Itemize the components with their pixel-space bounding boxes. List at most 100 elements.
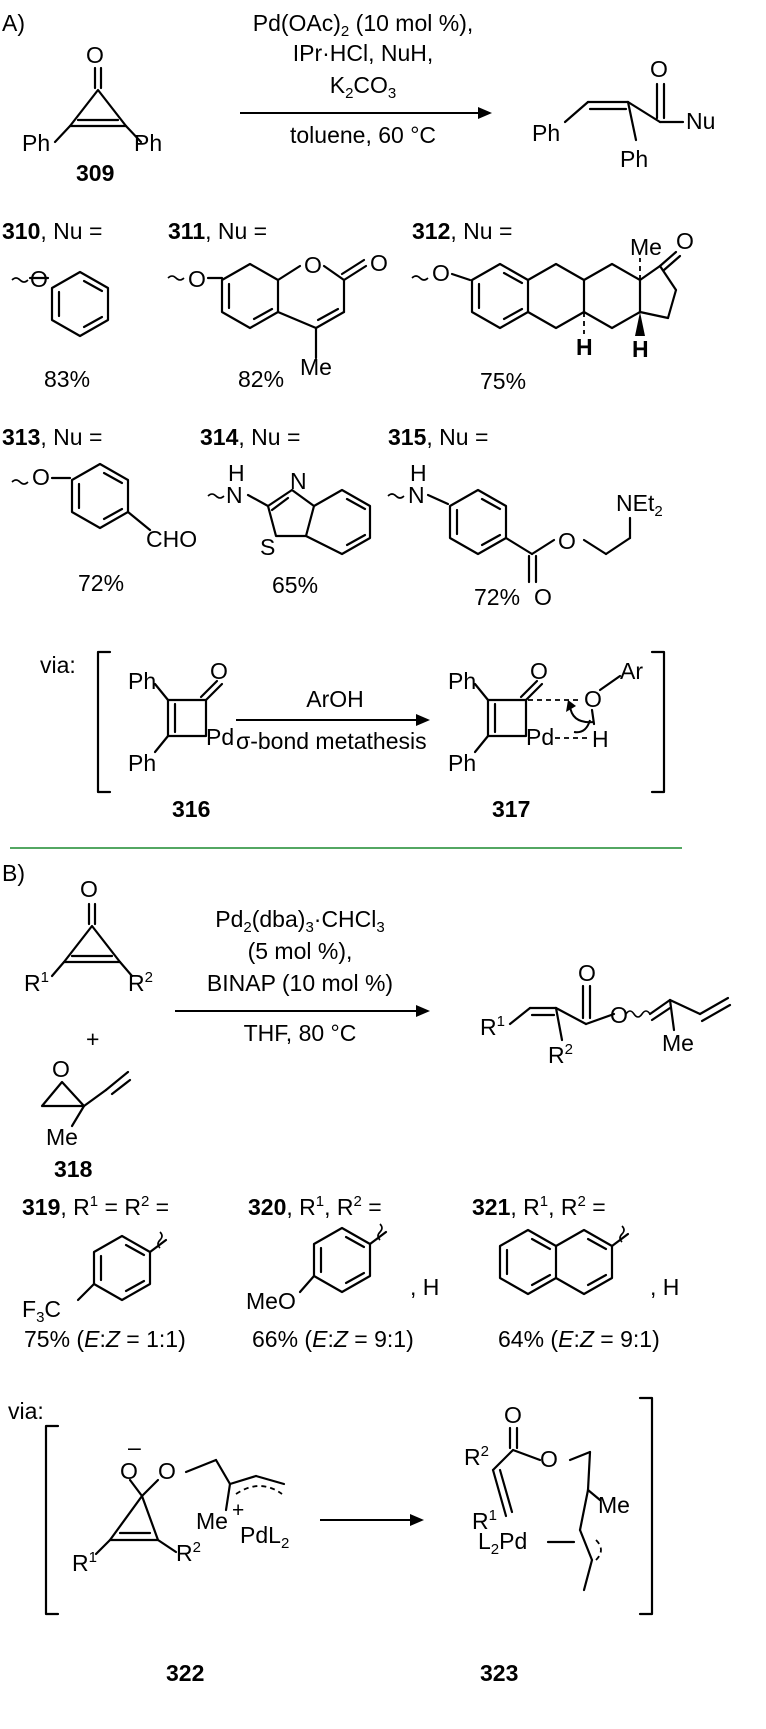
reaction-arrow-b <box>175 1005 430 1017</box>
atom-r1: R1 <box>472 1507 497 1534</box>
structure-322 <box>94 1458 286 1556</box>
yield-319: 75% (E:Z = 1:1) <box>24 1326 186 1352</box>
structure-cyclopropenone-b <box>50 902 134 978</box>
atom-nu: Nu <box>686 108 716 134</box>
compound-id-323: 323 <box>480 1660 519 1686</box>
atom-h: H <box>592 726 609 752</box>
atom-pdl2: PdL2 <box>240 1522 290 1552</box>
section-b-label: B) <box>2 860 25 886</box>
yield-314: 65% <box>272 572 319 598</box>
atom-o: O <box>120 1458 138 1484</box>
structure-315 <box>387 488 632 584</box>
structure-product-b <box>508 984 732 1042</box>
atom-o: O <box>210 658 228 684</box>
yield-311: 82% <box>238 366 285 392</box>
atom-o: O <box>432 260 450 286</box>
atom-ph: Ph <box>448 750 477 776</box>
atom-ph: Ph <box>128 668 157 694</box>
structure-318 <box>40 1070 132 1128</box>
conditions-b: THF, 80 °C <box>243 1020 357 1046</box>
bracket-b <box>44 1396 654 1616</box>
via-label: via: <box>8 1398 44 1424</box>
atom-r1: R1 <box>24 969 49 996</box>
structure-309 <box>53 66 143 144</box>
via-label: via: <box>40 652 76 678</box>
mechanism-arrow-b <box>320 1514 424 1526</box>
reagents-a-line3: K2CO3 <box>329 72 397 102</box>
structure-313 <box>11 462 152 532</box>
atom-o: O <box>504 1402 522 1428</box>
atom-s: S <box>260 534 276 560</box>
atom-me: Me <box>662 1030 694 1056</box>
atom-pd: Pd <box>526 724 555 750</box>
atom-o: O <box>650 56 668 82</box>
compound-id-316: 316 <box>172 796 211 822</box>
label-320: 320, R1, R2 = <box>248 1193 382 1220</box>
yield-313: 72% <box>78 570 125 596</box>
atom-o: O <box>86 42 104 68</box>
atom-net2: NEt2 <box>616 490 663 520</box>
atom-me: Me <box>630 234 662 260</box>
structure-310 <box>11 270 110 338</box>
structure-product-a <box>563 82 685 142</box>
atom-o: O <box>584 686 602 712</box>
atom-o: O <box>188 266 206 292</box>
substituent-h: , H <box>650 1274 680 1300</box>
structure-319 <box>76 1231 168 1302</box>
reagents-b-line1: Pd2(dba)3·CHCl3 <box>215 906 385 936</box>
atom-me: Me <box>196 1508 228 1534</box>
atom-o: O <box>530 658 548 684</box>
atom-n: N <box>290 468 307 494</box>
atom-h: H <box>576 334 593 360</box>
yield-312: 75% <box>480 368 527 394</box>
atom-o: O <box>52 1056 70 1082</box>
label-319: 319, R1 = R2 = <box>22 1193 170 1220</box>
compound-id-317: 317 <box>492 796 531 822</box>
atom-ph: Ph <box>22 130 51 156</box>
compound-id-322: 322 <box>166 1660 205 1686</box>
structure-321 <box>498 1225 630 1296</box>
atom-r2: R2 <box>128 969 153 996</box>
atom-h: H <box>410 460 427 486</box>
atom-n: N <box>226 482 243 508</box>
atom-me: Me <box>300 354 332 380</box>
atom-f3c: F3C <box>22 1296 62 1326</box>
atom-r2: R2 <box>176 1539 201 1566</box>
atom-me: Me <box>598 1492 630 1518</box>
atom-ph: Ph <box>448 668 477 694</box>
atom-o: O <box>80 876 98 902</box>
atom-o: O <box>558 528 576 554</box>
atom-ph: Ph <box>128 750 157 776</box>
atom-o: O <box>158 1458 176 1484</box>
section-a-label: A) <box>2 10 25 36</box>
mechanism-arrow-a-top: ArOH <box>306 686 364 712</box>
atom-o: O <box>370 250 388 276</box>
atom-n: N <box>408 482 425 508</box>
yield-320: 66% (E:Z = 9:1) <box>252 1326 414 1352</box>
reagents-a-line1: Pd(OAc)2 (10 mol %), <box>252 10 474 40</box>
atom-ph: Ph <box>134 130 163 156</box>
label-314: 314, Nu = <box>200 424 301 450</box>
reagents-b-line3: BINAP (10 mol %) <box>206 970 394 996</box>
atom-r1: R1 <box>480 1013 505 1040</box>
atom-cho: CHO <box>146 526 198 552</box>
atom-o: O <box>534 584 552 610</box>
atom-h: H <box>632 336 649 362</box>
label-315: 315, Nu = <box>388 424 489 450</box>
atom-o: O <box>30 266 48 292</box>
yield-315: 72% <box>474 584 521 610</box>
structure-314 <box>207 488 372 556</box>
atom-ph: Ph <box>620 146 649 172</box>
atom-meo: MeO <box>246 1288 296 1314</box>
atom-h: H <box>228 460 245 486</box>
atom-pd: Pd <box>206 724 235 750</box>
bracket-a <box>96 650 666 794</box>
structure-312 <box>411 250 682 336</box>
reagents-a-line2: IPr·HCl, NuH, <box>292 40 434 66</box>
structure-320 <box>298 1223 388 1294</box>
atom-r2: R2 <box>548 1041 573 1068</box>
plus-charge: + <box>232 1499 245 1522</box>
conditions-a: toluene, 60 °C <box>289 122 437 148</box>
